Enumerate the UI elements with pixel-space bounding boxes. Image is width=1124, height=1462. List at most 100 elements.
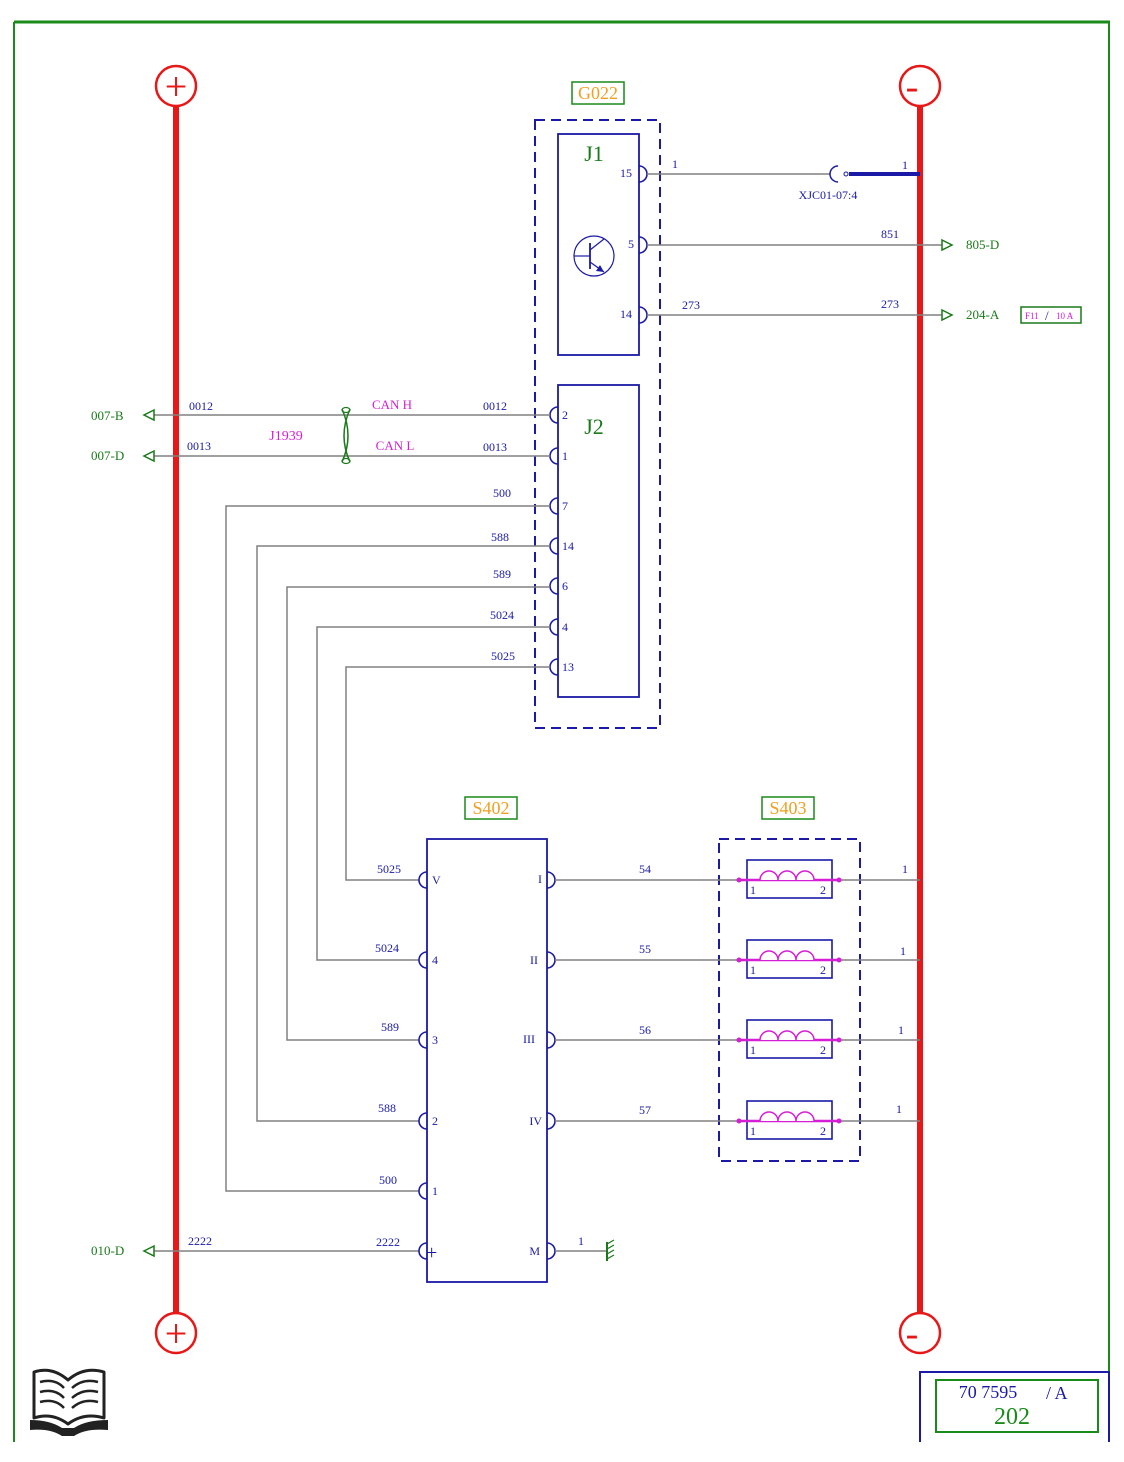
s403-label: S403: [761, 796, 815, 820]
ref-805-d: 805-D: [966, 237, 999, 252]
j2-pin-13: 13: [562, 660, 574, 674]
s403-coil-1: 54 1 1 2: [555, 859, 920, 899]
coil-3-rail-pin: 1: [898, 1023, 904, 1037]
s402-pin-i: I: [538, 872, 542, 886]
can-bus: 007-B 0012 0012 CAN H 007-D 0013 0013 CA…: [91, 397, 550, 465]
wire-2222: 010-D 2222 2222: [91, 1234, 419, 1258]
coil-3-pin-2: 2: [820, 1043, 826, 1057]
can-h-label: CAN H: [372, 397, 412, 412]
wire-ground-1: 1: [578, 1234, 584, 1248]
j2-label: J2: [584, 414, 604, 439]
s402-pin-ii: II: [530, 953, 538, 967]
fuse-rating: 10 A: [1056, 311, 1074, 321]
j1-connector: J1 15 5 14: [557, 133, 648, 356]
wire-589-top: 589: [493, 567, 511, 581]
s402-label: S402: [464, 796, 518, 820]
s403-boundary: [718, 838, 861, 1162]
s402-pin-3: 3: [432, 1033, 438, 1047]
coil-2-pin-1: 1: [750, 963, 756, 977]
positive-rail: + +: [154, 64, 198, 1356]
coil-4-rail-pin: 1: [896, 1102, 902, 1116]
j1-pin-14: 14: [620, 307, 632, 321]
coil-4-pin-2: 2: [820, 1124, 826, 1138]
positive-top-symbol: +: [165, 64, 188, 109]
g022-label: G022: [571, 81, 625, 105]
connector-xjc01-right-pin: 1: [902, 158, 908, 172]
s402-pin-iii: III: [523, 1032, 535, 1046]
wire-5024-top: 5024: [490, 608, 514, 622]
doc-number: 70 7595: [959, 1382, 1018, 1402]
wire-0012-left: 0012: [189, 399, 213, 413]
title-block: 70 7595 / A 202: [919, 1371, 1110, 1442]
negative-bottom-symbol: -: [906, 1313, 919, 1355]
twisted-pair-icon: [341, 406, 351, 465]
wire-2222-left: 2222: [188, 1234, 212, 1248]
book-icon[interactable]: [30, 1368, 108, 1436]
wire-5025-top: 5025: [491, 649, 515, 663]
wire-0013-left: 0013: [187, 439, 211, 453]
transistor-icon: [573, 235, 615, 277]
doc-revision: / A: [1046, 1383, 1068, 1403]
ref-007-b: 007-B: [91, 408, 124, 423]
wire-5025-bottom: 5025: [377, 862, 401, 876]
connector-xjc01-label: XJC01-07:4: [799, 188, 858, 202]
page-frame: [13, 20, 1110, 1442]
wire-55: 55: [639, 942, 651, 956]
s402-pin-plus: +: [426, 1242, 437, 1264]
positive-bottom-symbol: +: [165, 1311, 188, 1356]
fuse-sep: /: [1045, 308, 1049, 323]
j2-pin-1: 1: [562, 449, 568, 463]
j1-pin-15: 15: [620, 166, 632, 180]
wire-500-bottom: 500: [379, 1173, 397, 1187]
j2-pin-4: 4: [562, 620, 568, 634]
can-l-label: CAN L: [376, 438, 415, 453]
ground-icon: 1: [555, 1234, 615, 1261]
j2-pin-14: 14: [562, 539, 574, 553]
j2-pin-6: 6: [562, 579, 568, 593]
coil-2-pin-2: 2: [820, 963, 826, 977]
j1-label: J1: [584, 141, 604, 166]
svg-text:S403: S403: [769, 798, 806, 818]
j1-pin-5: 5: [628, 237, 634, 251]
wire-273-left: 273: [682, 298, 700, 312]
wire-56: 56: [639, 1023, 651, 1037]
wire-54: 54: [639, 862, 651, 876]
ref-007-d: 007-D: [91, 448, 124, 463]
wire-5024-bottom: 5024: [375, 941, 399, 955]
coil-2-rail-pin: 1: [900, 944, 906, 958]
wire-851: 851: [881, 227, 899, 241]
wire-j1-15-pin: 1: [672, 157, 678, 171]
wire-589-bottom: 589: [381, 1020, 399, 1034]
negative-rail: - -: [898, 64, 942, 1355]
s403-coil-3: 56 1 1 2: [555, 1019, 920, 1059]
j2-pin-2: 2: [562, 408, 568, 422]
wire-588-top: 588: [491, 530, 509, 544]
coil-1-rail-pin: 1: [902, 862, 908, 876]
svg-text:G022: G022: [578, 83, 618, 103]
j2-s402-wires: 500 500 588 588 589 589 5024 5024 5025 5…: [225, 486, 550, 1192]
g022-boundary: [534, 119, 661, 729]
coil-1-pin-1: 1: [750, 883, 756, 897]
wire-2222-right: 2222: [376, 1235, 400, 1249]
s403-coil-2: 55 1 1 2: [555, 939, 920, 979]
wire-0013-right: 0013: [483, 440, 507, 454]
wire-273-right: 273: [881, 297, 899, 311]
svg-text:S402: S402: [472, 798, 509, 818]
negative-top-symbol: -: [906, 66, 919, 108]
connector-xjc01: XJC01-07:4 1: [799, 158, 920, 202]
s403-coil-4: 57 1 1 2: [555, 1100, 920, 1140]
j1939-label: J1939: [269, 429, 302, 444]
s402-pin-1: 1: [432, 1184, 438, 1198]
coil-1-pin-2: 2: [820, 883, 826, 897]
j2-connector: J2 2 1 7 14 6 4 13: [549, 384, 640, 698]
page-number: 202: [994, 1404, 1030, 1430]
s402-pin-m: M: [529, 1244, 540, 1258]
j1-wires: 1 XJC01-07:4 1 851 805-D 273 273 204-A F…: [647, 157, 1082, 324]
s402-pin-v: V: [432, 873, 441, 887]
fuse-box: F11 / 10 A: [1020, 306, 1082, 324]
s402-pin-4: 4: [432, 953, 438, 967]
wire-57: 57: [639, 1103, 651, 1117]
coil-4-pin-1: 1: [750, 1124, 756, 1138]
wire-500-top: 500: [493, 486, 511, 500]
